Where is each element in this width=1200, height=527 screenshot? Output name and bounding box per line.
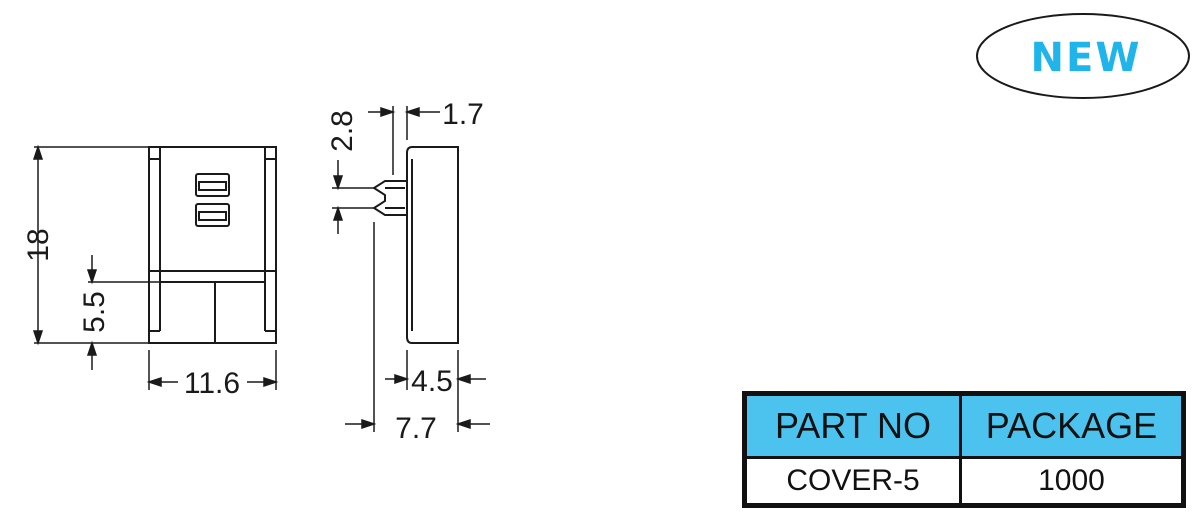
front-outline — [148, 146, 277, 344]
side-body — [406, 146, 459, 344]
dim-pin-height: 2.8 — [326, 110, 359, 152]
side-pins — [372, 180, 407, 216]
header-package: PACKAGE — [959, 392, 1185, 459]
dim-pin-width: 1.7 — [442, 98, 484, 131]
front-view — [148, 146, 277, 344]
dim-height-lower: 5.5 — [78, 291, 111, 333]
badge-label: NEW — [1031, 35, 1142, 81]
table-header-row: PART NO PACKAGE — [743, 392, 1185, 459]
dim-width-front: 11.6 — [184, 367, 240, 400]
dim-height-total: 18 — [22, 228, 55, 261]
cell-package: 1000 — [959, 456, 1185, 507]
badge-ellipse — [976, 13, 1190, 99]
front-dimensions — [32, 144, 279, 390]
slot-upper — [195, 173, 230, 197]
table-row: COVER-5 1000 — [743, 456, 1185, 507]
slot-lower — [195, 203, 230, 227]
part-table: PART NO PACKAGE COVER-5 1000 — [742, 391, 1186, 508]
dim-total-depth: 7.7 — [395, 412, 437, 445]
new-badge: NEW — [976, 13, 1190, 99]
side-view — [372, 146, 459, 344]
side-dimensions — [332, 106, 490, 432]
header-part-no: PART NO — [743, 392, 962, 459]
cell-part-no: COVER-5 — [743, 456, 962, 507]
dim-body-depth: 4.5 — [411, 365, 453, 398]
